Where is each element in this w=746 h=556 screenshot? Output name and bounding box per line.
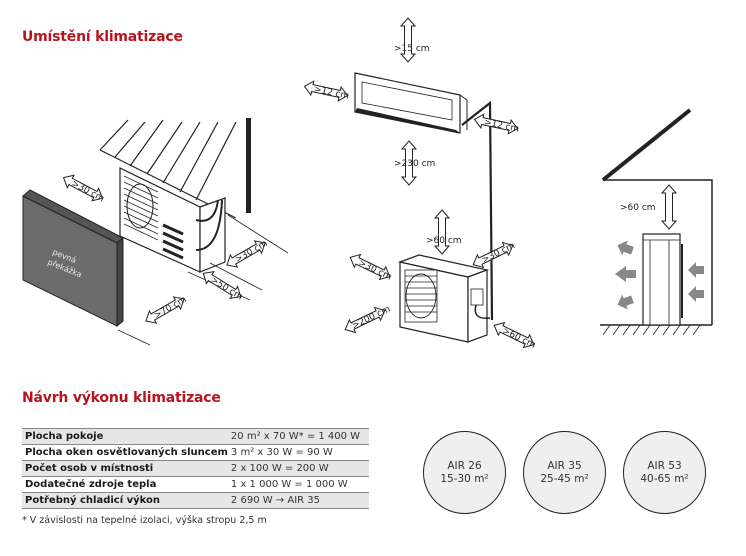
clearance-arrow: >30 cm [469, 238, 517, 272]
outdoor-unit-icon [119, 167, 226, 273]
model-name: AIR 53 [647, 459, 682, 472]
model-badge-air35: AIR 35 25-45 m² [523, 431, 606, 514]
clearance-arrow: >50 cm [199, 266, 245, 304]
row-label: Plocha oken osvětlovaných sluncem [22, 444, 228, 461]
model-range: 25-45 m² [540, 472, 589, 485]
clearance-arrow: >60 cm [490, 318, 538, 352]
clearance-arrow: >70 cm [141, 292, 189, 328]
side-view-diagram: >60 cm [600, 108, 713, 336]
row-value: 3 m² x 30 W = 90 W [227, 444, 369, 461]
model-name: AIR 26 [447, 459, 482, 472]
row-label: Počet osob v místnosti [22, 460, 228, 477]
model-badge-air26: AIR 26 15-30 m² [423, 431, 506, 514]
svg-text:>70 cm: >70 cm [153, 295, 189, 321]
model-range: 40-65 m² [640, 472, 689, 485]
roof-icon [99, 119, 237, 219]
indoor-unit-icon [354, 72, 468, 134]
model-name: AIR 35 [547, 459, 582, 472]
outdoor-unit-roof-diagram: pevná překážka >30 cm >30 cm >50 cm >70 … [22, 118, 289, 346]
row-value: 1 x 1 000 W = 1 000 W [227, 476, 369, 493]
clearance-arrow: >30 cm [59, 170, 107, 206]
svg-text:>12 cm: >12 cm [313, 85, 350, 102]
svg-text:>12 cm: >12 cm [483, 118, 520, 135]
svg-text:>30 cm: >30 cm [357, 258, 393, 283]
table-row: Dodatečné zdroje tepla 1 x 1 000 W = 1 0… [22, 476, 369, 493]
split-unit-diagram: >15 cm >12 cm >12 cm >230 cm [302, 17, 538, 352]
table-row: Počet osob v místnosti 2 x 100 W = 200 W [22, 460, 369, 477]
svg-text:>30 cm: >30 cm [70, 179, 106, 205]
row-label: Dodatečné zdroje tepla [22, 476, 228, 493]
clearance-arrow [434, 209, 450, 255]
airflow-arrows-icon [615, 240, 704, 310]
placement-diagrams: pevná překážka >30 cm >30 cm >50 cm >70 … [22, 17, 713, 352]
pipe-line [461, 100, 494, 321]
ground-hatch [602, 324, 701, 336]
svg-text:>30 cm: >30 cm [480, 241, 516, 266]
row-value: 2 690 W → AIR 35 [227, 492, 369, 509]
clearance-label: >60 cm [620, 203, 656, 213]
sizing-table: Plocha pokoje 20 m² x 70 W* = 1 400 W Pl… [22, 428, 369, 509]
clearance-label: >60 cm [426, 236, 462, 246]
table-row: Potřebný chladicí výkon 2 690 W → AIR 35 [22, 492, 369, 509]
svg-text:>60 cm: >60 cm [501, 326, 537, 351]
wall-post [246, 118, 251, 213]
model-range: 15-30 m² [440, 472, 489, 485]
table-row: Plocha oken osvětlovaných sluncem 3 m² x… [22, 444, 369, 461]
clearance-arrow: >30 cm [346, 250, 394, 284]
roof-icon [601, 108, 692, 182]
row-label: Potřebný chladicí výkon [22, 492, 228, 509]
placement-heading: Umístění klimatizace [22, 29, 183, 45]
clearance-arrow: >12 cm [302, 79, 350, 103]
sizing-heading: Návrh výkonu klimatizace [22, 390, 221, 406]
row-value: 2 x 100 W = 200 W [227, 460, 369, 477]
clearance-arrow: >30 cm [222, 236, 270, 272]
clearance-arrow: >12 cm [472, 112, 520, 136]
clearance-arrow [661, 184, 677, 230]
clearance-label: >15 cm [394, 44, 430, 54]
svg-text:>30 cm: >30 cm [234, 239, 270, 265]
footnote: * V závislosti na tepelné izolaci, výška… [22, 515, 267, 526]
table-row: Plocha pokoje 20 m² x 70 W* = 1 400 W [22, 428, 369, 445]
clearance-arrow: >200 cm [341, 303, 393, 337]
obstacle-block-icon: pevná překážka [22, 189, 124, 328]
model-badge-air53: AIR 53 40-65 m² [623, 431, 706, 514]
svg-text:>200 cm: >200 cm [351, 304, 393, 331]
outdoor-unit-icon [397, 254, 491, 343]
clearance-label: >230 cm [394, 159, 435, 169]
unit-side-icon [642, 233, 681, 326]
clearance-arrow [400, 17, 416, 63]
row-value: 20 m² x 70 W* = 1 400 W [227, 428, 369, 445]
row-label: Plocha pokoje [22, 428, 228, 445]
